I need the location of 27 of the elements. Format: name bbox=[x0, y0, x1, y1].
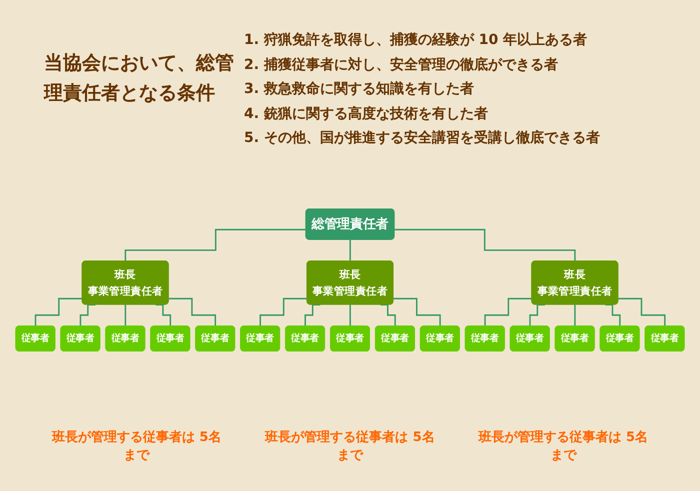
connector bbox=[380, 304, 396, 327]
connector bbox=[124, 228, 306, 262]
heading: 当協会において、総管理責任者となる条件 bbox=[44, 51, 234, 106]
connector bbox=[394, 298, 441, 327]
connector bbox=[168, 298, 216, 327]
connector bbox=[34, 298, 82, 327]
condition-item: 3. 救急救命に関する知識を有した者 bbox=[244, 80, 475, 99]
note-text: 班長が管理する従事者は 5名まで bbox=[264, 429, 436, 464]
connector bbox=[394, 228, 576, 262]
condition-item: 5. その他、国が推進する安全講習を受講し徹底できる者 bbox=[244, 128, 600, 148]
connector bbox=[304, 304, 320, 327]
connector bbox=[124, 304, 126, 327]
note-text: 班長が管理する従事者は 5名まで bbox=[477, 429, 650, 464]
connector bbox=[156, 304, 172, 327]
condition-item: 4. 銃猟に関する高度な技術を有した者 bbox=[244, 104, 489, 124]
connector bbox=[574, 304, 576, 327]
connector bbox=[260, 298, 308, 327]
condition-item: 2. 捕獲従事者に対し、安全管理の徹底ができる者 bbox=[244, 56, 559, 74]
connector bbox=[349, 239, 352, 262]
connector bbox=[618, 298, 666, 327]
note-text: 班長が管理する従事者は 5名まで bbox=[50, 429, 222, 464]
connector bbox=[529, 304, 545, 327]
connector bbox=[349, 304, 352, 327]
condition-item: 1. 狩猟免許を取得し、捕獲の経験が 10 年以上ある者 bbox=[244, 31, 588, 50]
connector bbox=[484, 298, 532, 327]
connector bbox=[80, 304, 96, 327]
connector bbox=[605, 304, 621, 327]
